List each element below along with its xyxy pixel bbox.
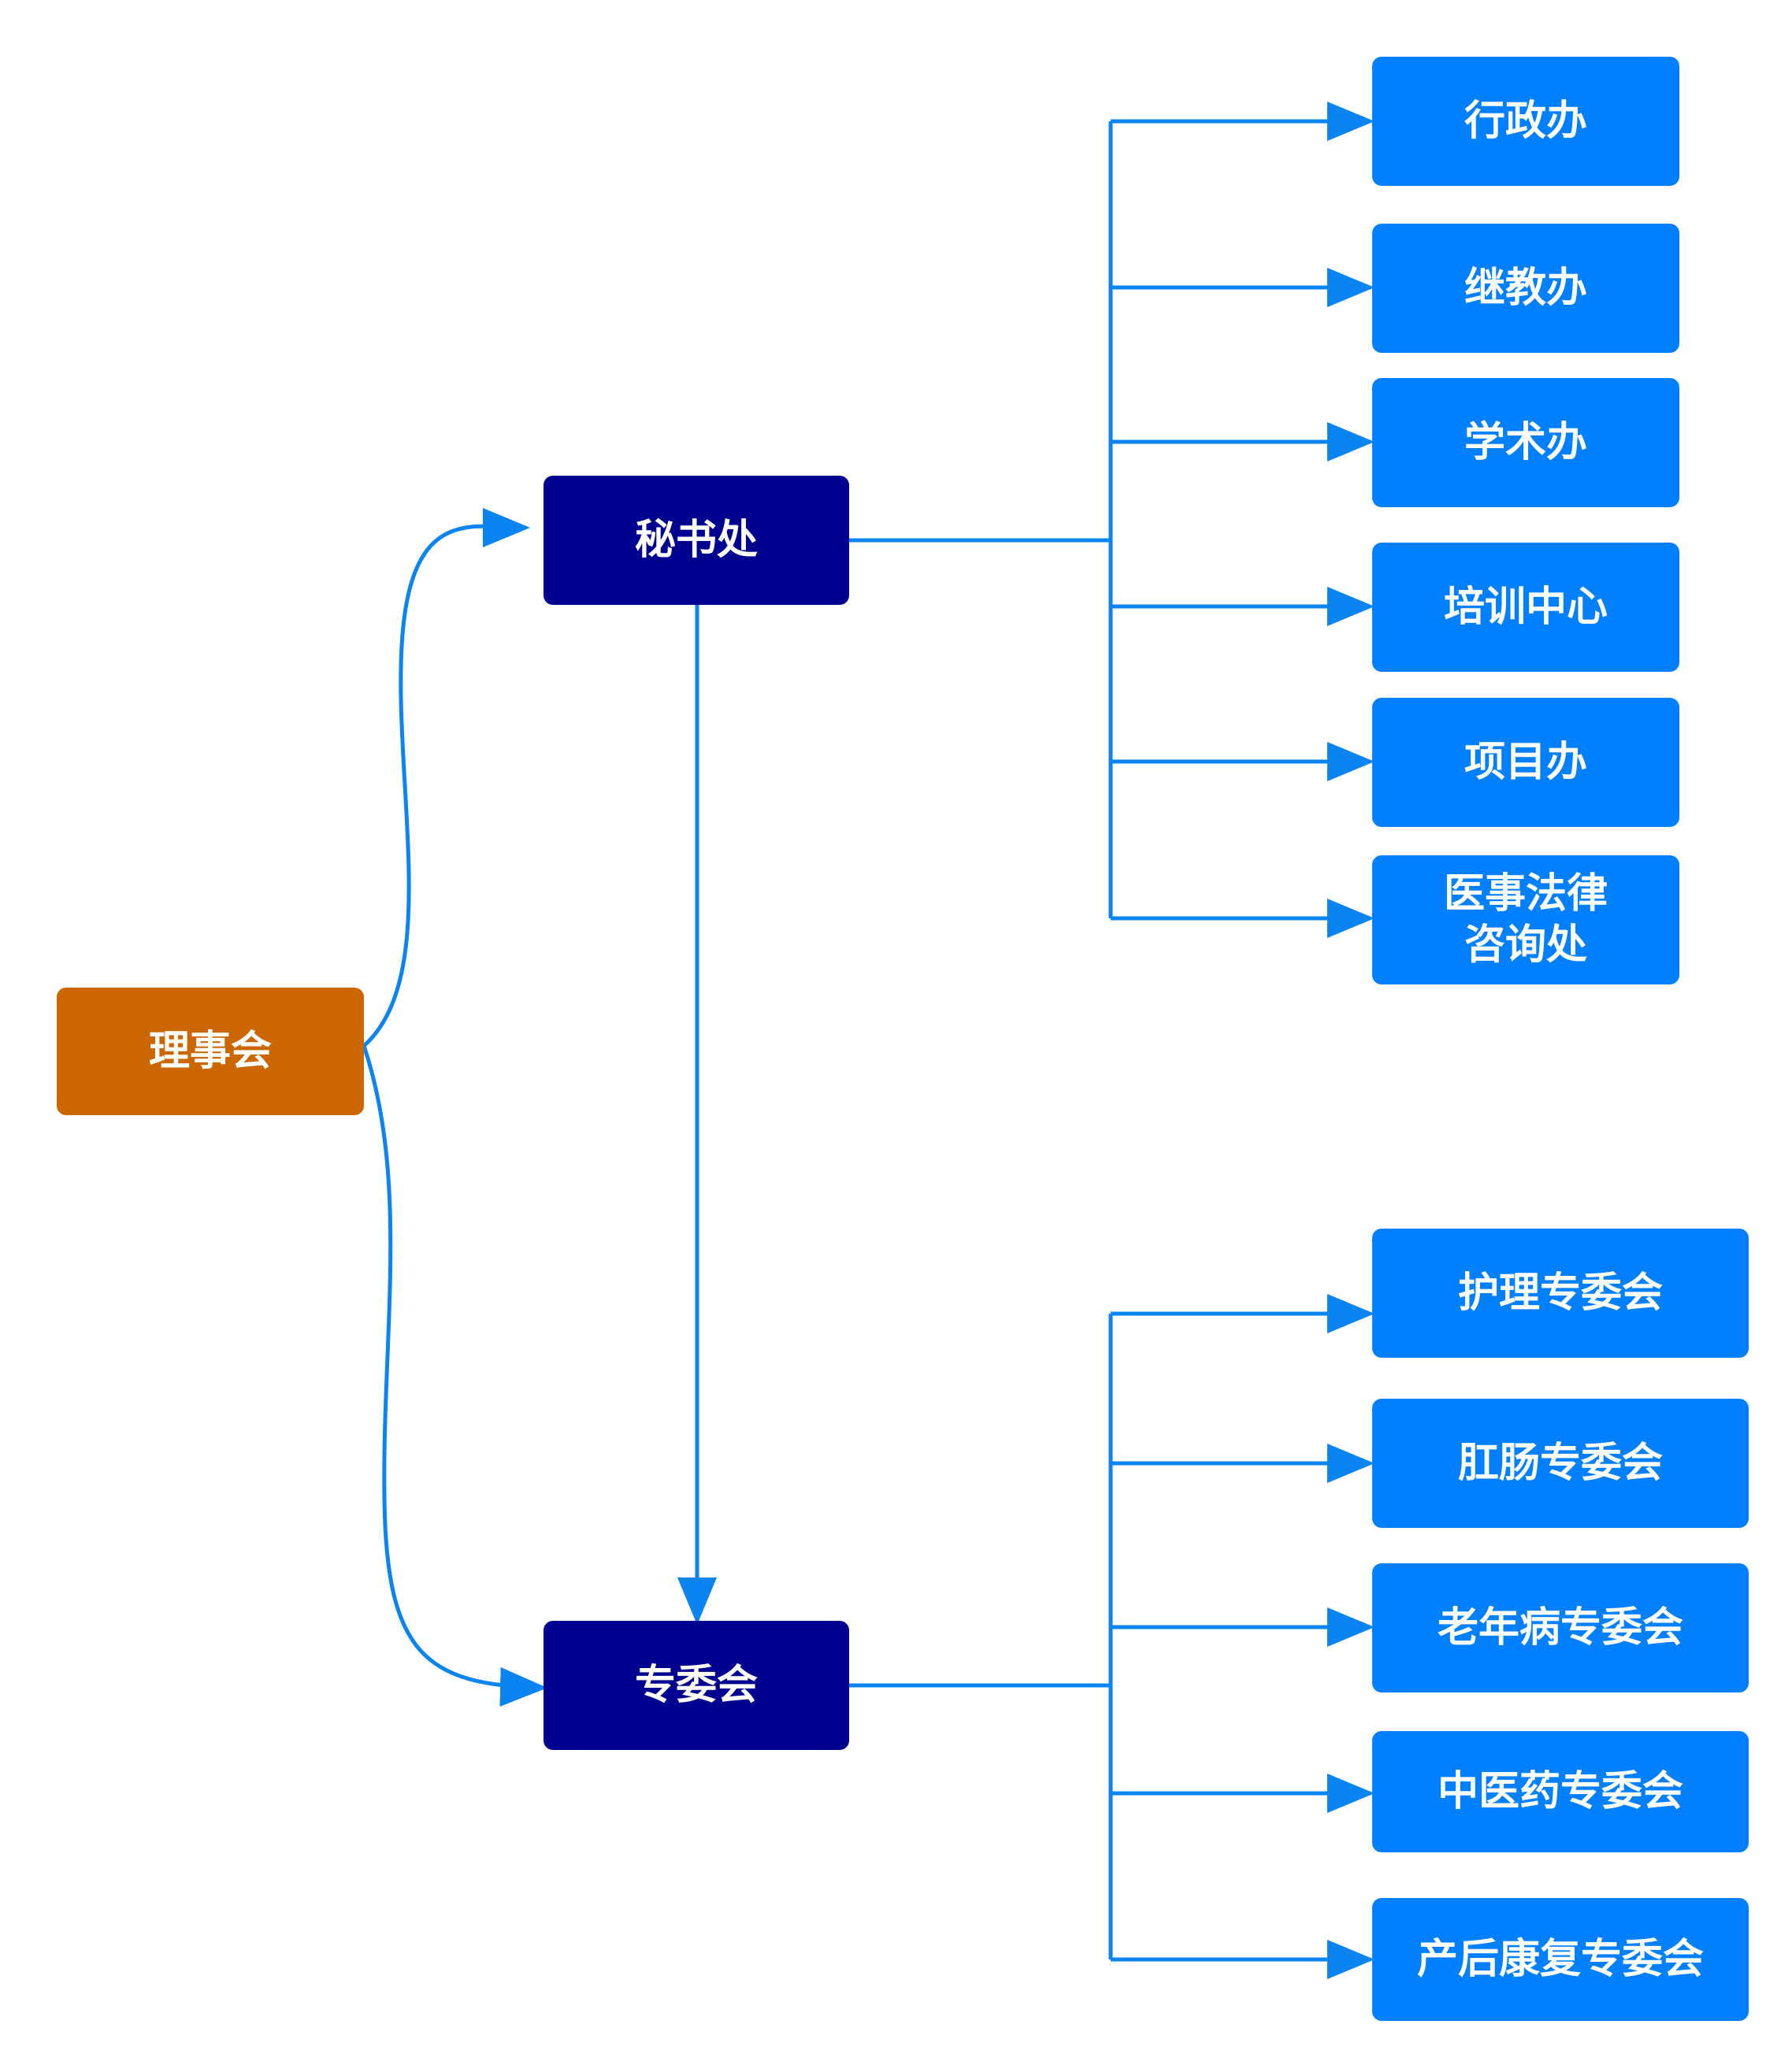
node-legal-consulting: 医事法律咨询处 bbox=[1372, 855, 1679, 984]
node-label: 学术办 bbox=[1464, 418, 1587, 466]
node-training-center: 培训中心 bbox=[1372, 543, 1679, 672]
node-label: 继教办 bbox=[1464, 264, 1587, 312]
connector-root-to-committees bbox=[362, 1045, 547, 1707]
node-label: 产后康复专委会 bbox=[1416, 1935, 1704, 1983]
node-geriatrics-committee: 老年病专委会 bbox=[1372, 1563, 1749, 1692]
node-tcm-committee: 中医药专委会 bbox=[1372, 1731, 1749, 1852]
node-postpartum-committee: 产后康复专委会 bbox=[1372, 1898, 1749, 2021]
node-label: 护理专委会 bbox=[1457, 1269, 1663, 1317]
node-anorectal-committee: 肛肠专委会 bbox=[1372, 1399, 1749, 1528]
node-xingzheng-office: 行政办 bbox=[1372, 57, 1679, 186]
node-label: 行政办 bbox=[1464, 97, 1587, 145]
node-secretariat: 秘书处 bbox=[544, 476, 849, 605]
node-board-label: 理事会 bbox=[148, 1027, 272, 1075]
connector-root-to-secretariat bbox=[362, 507, 530, 1047]
node-label: 项目办 bbox=[1464, 738, 1587, 786]
node-secretariat-label: 秘书处 bbox=[634, 516, 758, 564]
node-label: 医事法律咨询处 bbox=[1443, 870, 1608, 969]
node-nursing-committee: 护理专委会 bbox=[1372, 1229, 1749, 1358]
node-project-office: 项目办 bbox=[1372, 698, 1679, 827]
node-xueshu-office: 学术办 bbox=[1372, 378, 1679, 507]
node-board: 理事会 bbox=[57, 988, 364, 1115]
connector-secretariat-bus bbox=[849, 121, 1113, 918]
node-jijiao-office: 继教办 bbox=[1372, 224, 1679, 353]
node-label: 老年病专委会 bbox=[1437, 1603, 1683, 1652]
connector-committees-bus bbox=[849, 1314, 1113, 1959]
node-committees: 专委会 bbox=[544, 1621, 849, 1750]
node-label: 中医药专委会 bbox=[1437, 1767, 1683, 1815]
node-label: 肛肠专委会 bbox=[1457, 1439, 1663, 1487]
node-committees-label: 专委会 bbox=[634, 1661, 758, 1709]
node-label: 培训中心 bbox=[1443, 583, 1608, 631]
